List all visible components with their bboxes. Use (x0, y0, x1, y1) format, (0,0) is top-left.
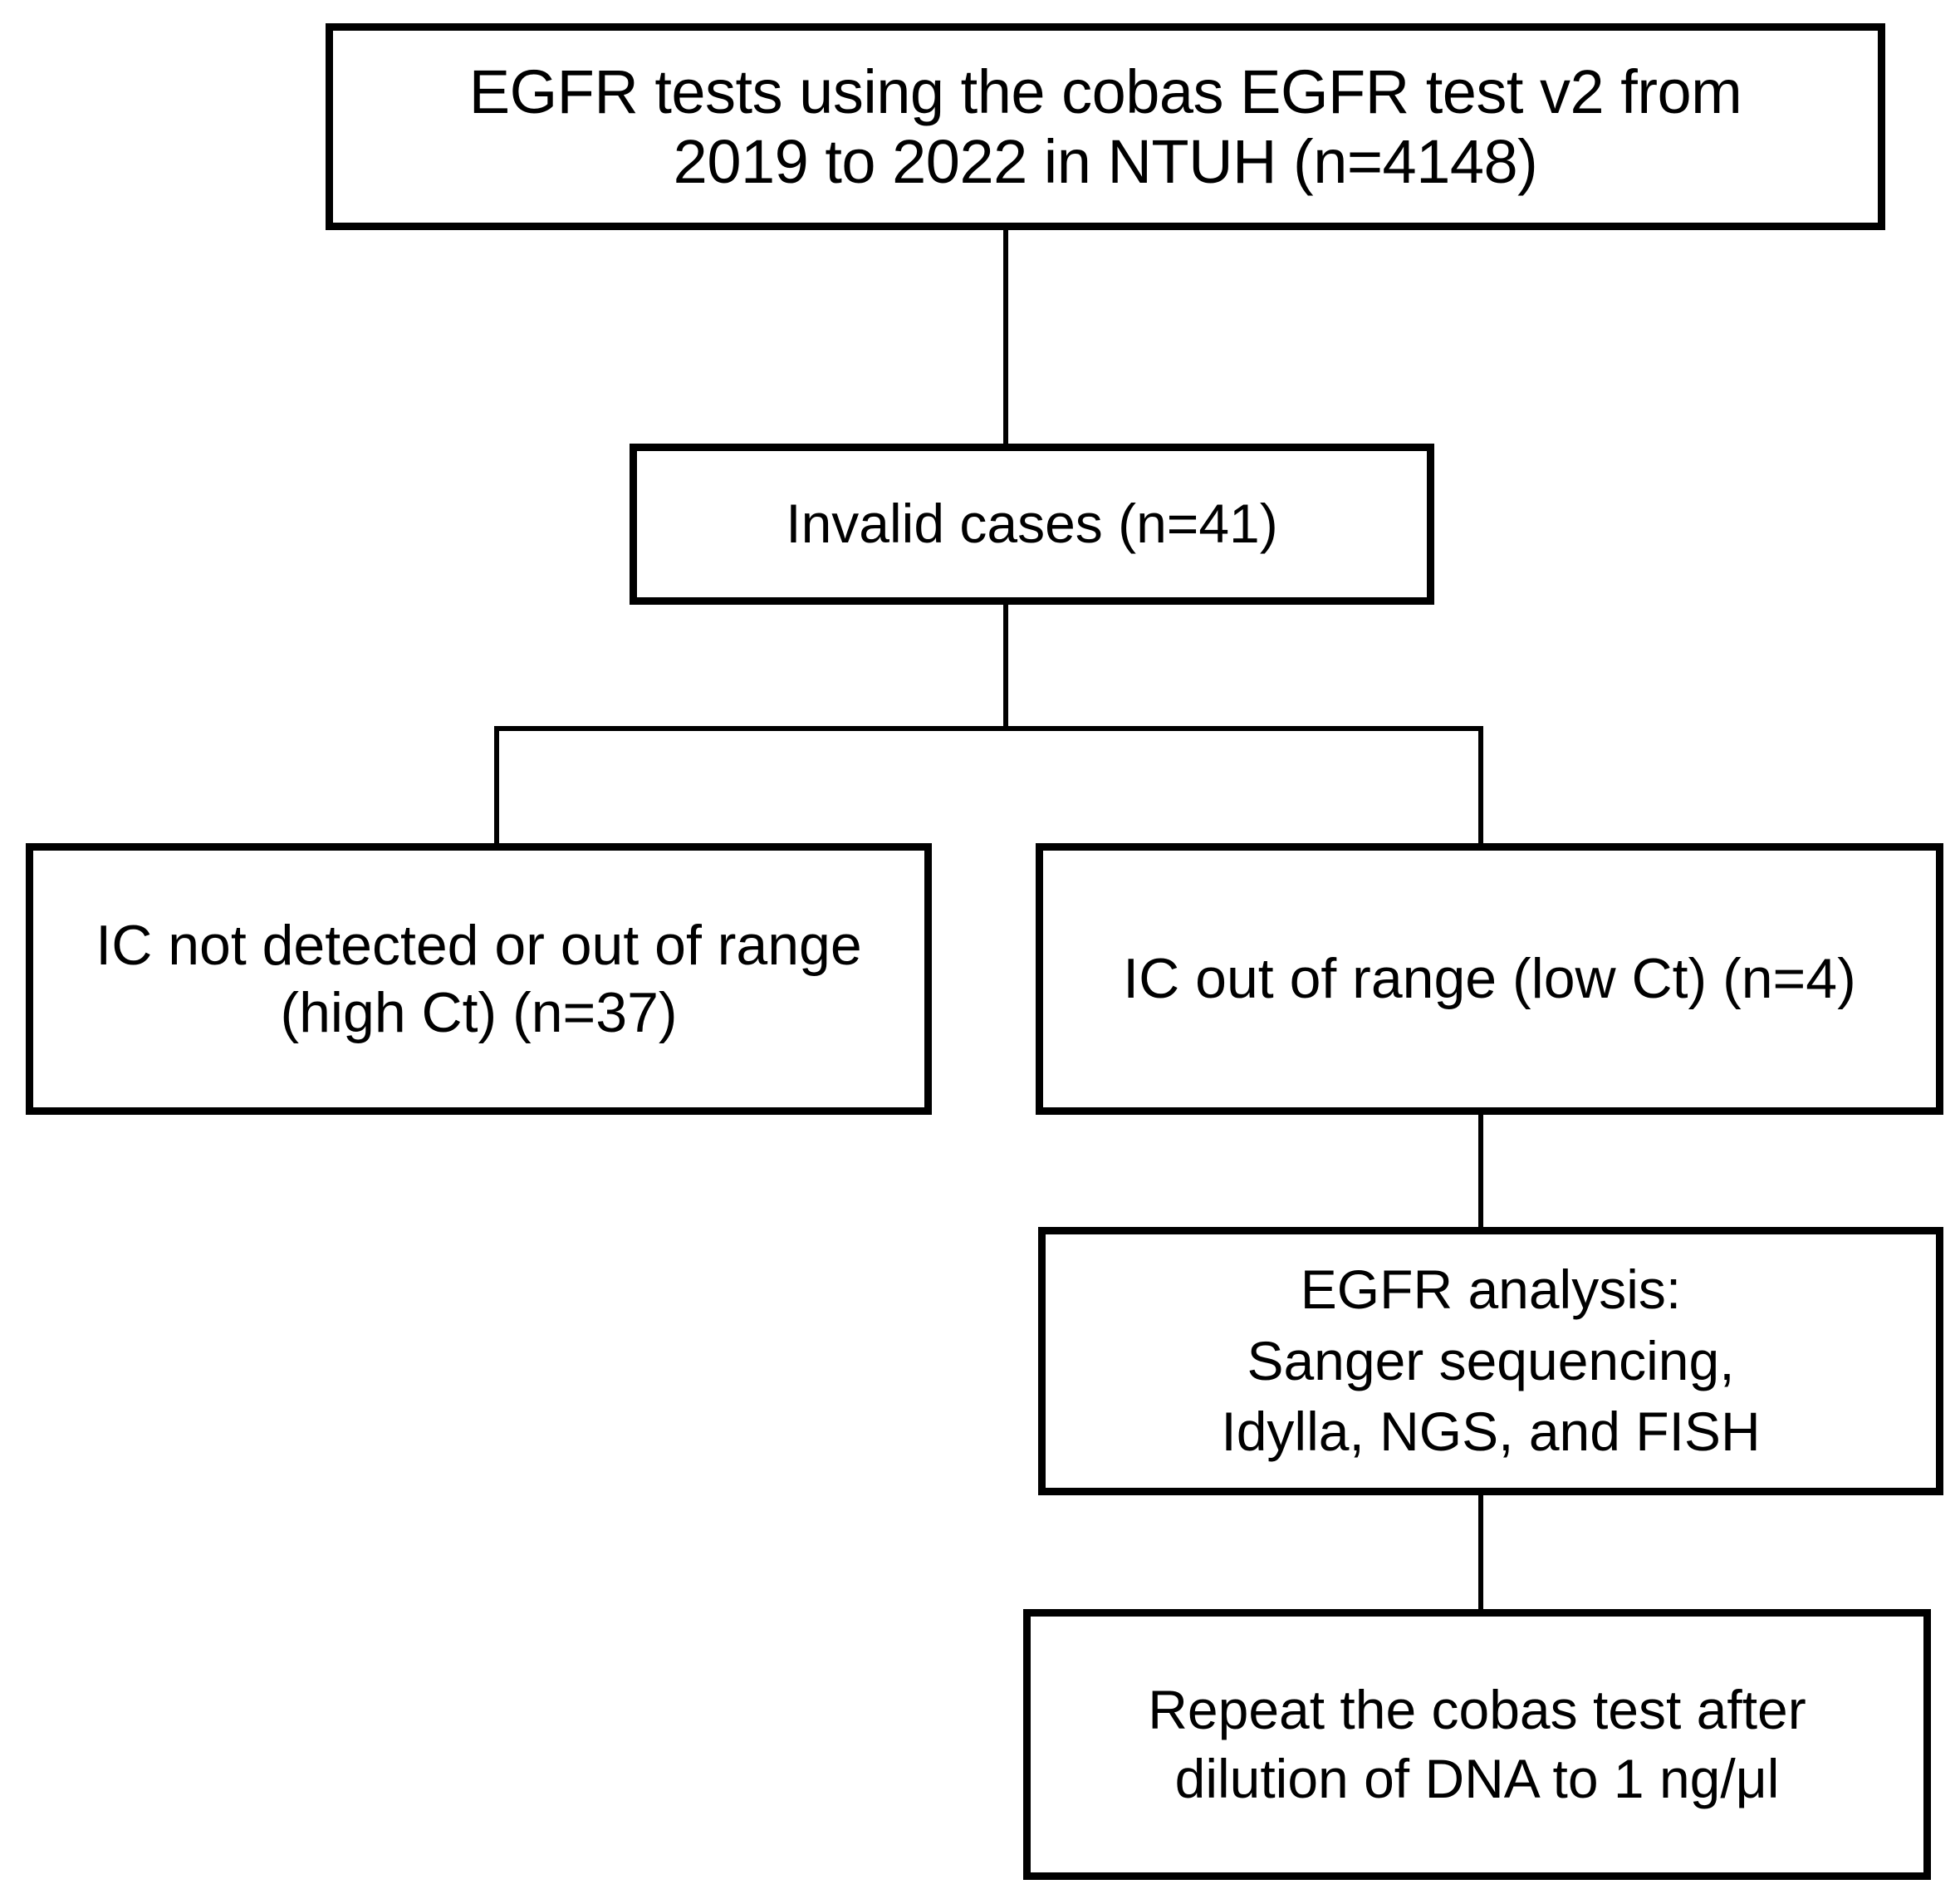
connector-invalid-to-fork (1003, 600, 1008, 731)
connector-egfr-analysis-to-repeat-test (1478, 1490, 1483, 1614)
flow-node-ic-low-ct: IC out of range (low Ct) (n=4) (1036, 843, 1943, 1115)
flow-node-repeat-test: Repeat the cobas test after dilution of … (1023, 1609, 1931, 1880)
flow-node-invalid-cases-text: Invalid cases (n=41) (637, 493, 1427, 556)
flow-node-egfr-analysis-text: EGFR analysis: Sanger sequencing, Idylla… (1046, 1254, 1936, 1468)
flow-node-egfr-analysis-line-1: EGFR analysis: (1300, 1258, 1682, 1320)
flow-node-root-line-2: 2019 to 2022 in NTUH (n=4148) (673, 126, 1538, 196)
flow-node-root: EGFR tests using the cobas EGFR test v2 … (326, 23, 1885, 230)
connector-fork-horizontal-bar (494, 726, 1483, 731)
flow-node-invalid-cases-line-1: Invalid cases (n=41) (786, 493, 1278, 555)
flow-node-root-text: EGFR tests using the cobas EGFR test v2 … (333, 57, 1878, 196)
flow-node-egfr-analysis-line-2: Sanger sequencing, (1247, 1329, 1735, 1391)
flow-node-ic-high-ct-line-1: IC not detected or out of range (96, 914, 862, 978)
flow-node-egfr-analysis-line-3: Idylla, NGS, and FISH (1221, 1401, 1761, 1463)
flow-node-repeat-test-text: Repeat the cobas test after dilution of … (1031, 1676, 1923, 1813)
connector-fork-to-low-ct (1478, 726, 1483, 848)
connector-root-to-invalid (1003, 226, 1008, 449)
flow-node-ic-high-ct-line-2: (high Ct) (n=37) (280, 980, 678, 1044)
flow-node-ic-low-ct-text: IC out of range (low Ct) (n=4) (1043, 945, 1936, 1012)
flow-node-ic-high-ct: IC not detected or out of range (high Ct… (26, 843, 932, 1115)
flow-node-root-line-1: EGFR tests using the cobas EGFR test v2 … (468, 56, 1742, 126)
flow-node-repeat-test-line-1: Repeat the cobas test after (1148, 1678, 1806, 1740)
flow-node-ic-low-ct-line-1: IC out of range (low Ct) (n=4) (1123, 947, 1856, 1011)
flow-node-invalid-cases: Invalid cases (n=41) (630, 444, 1434, 605)
connector-fork-to-high-ct (494, 726, 499, 848)
connector-low-ct-to-egfr-analysis (1478, 1110, 1483, 1232)
flow-node-egfr-analysis: EGFR analysis: Sanger sequencing, Idylla… (1038, 1227, 1943, 1495)
flow-node-repeat-test-line-2: dilution of DNA to 1 ng/μl (1174, 1748, 1780, 1809)
flow-node-ic-high-ct-text: IC not detected or out of range (high Ct… (33, 912, 924, 1045)
